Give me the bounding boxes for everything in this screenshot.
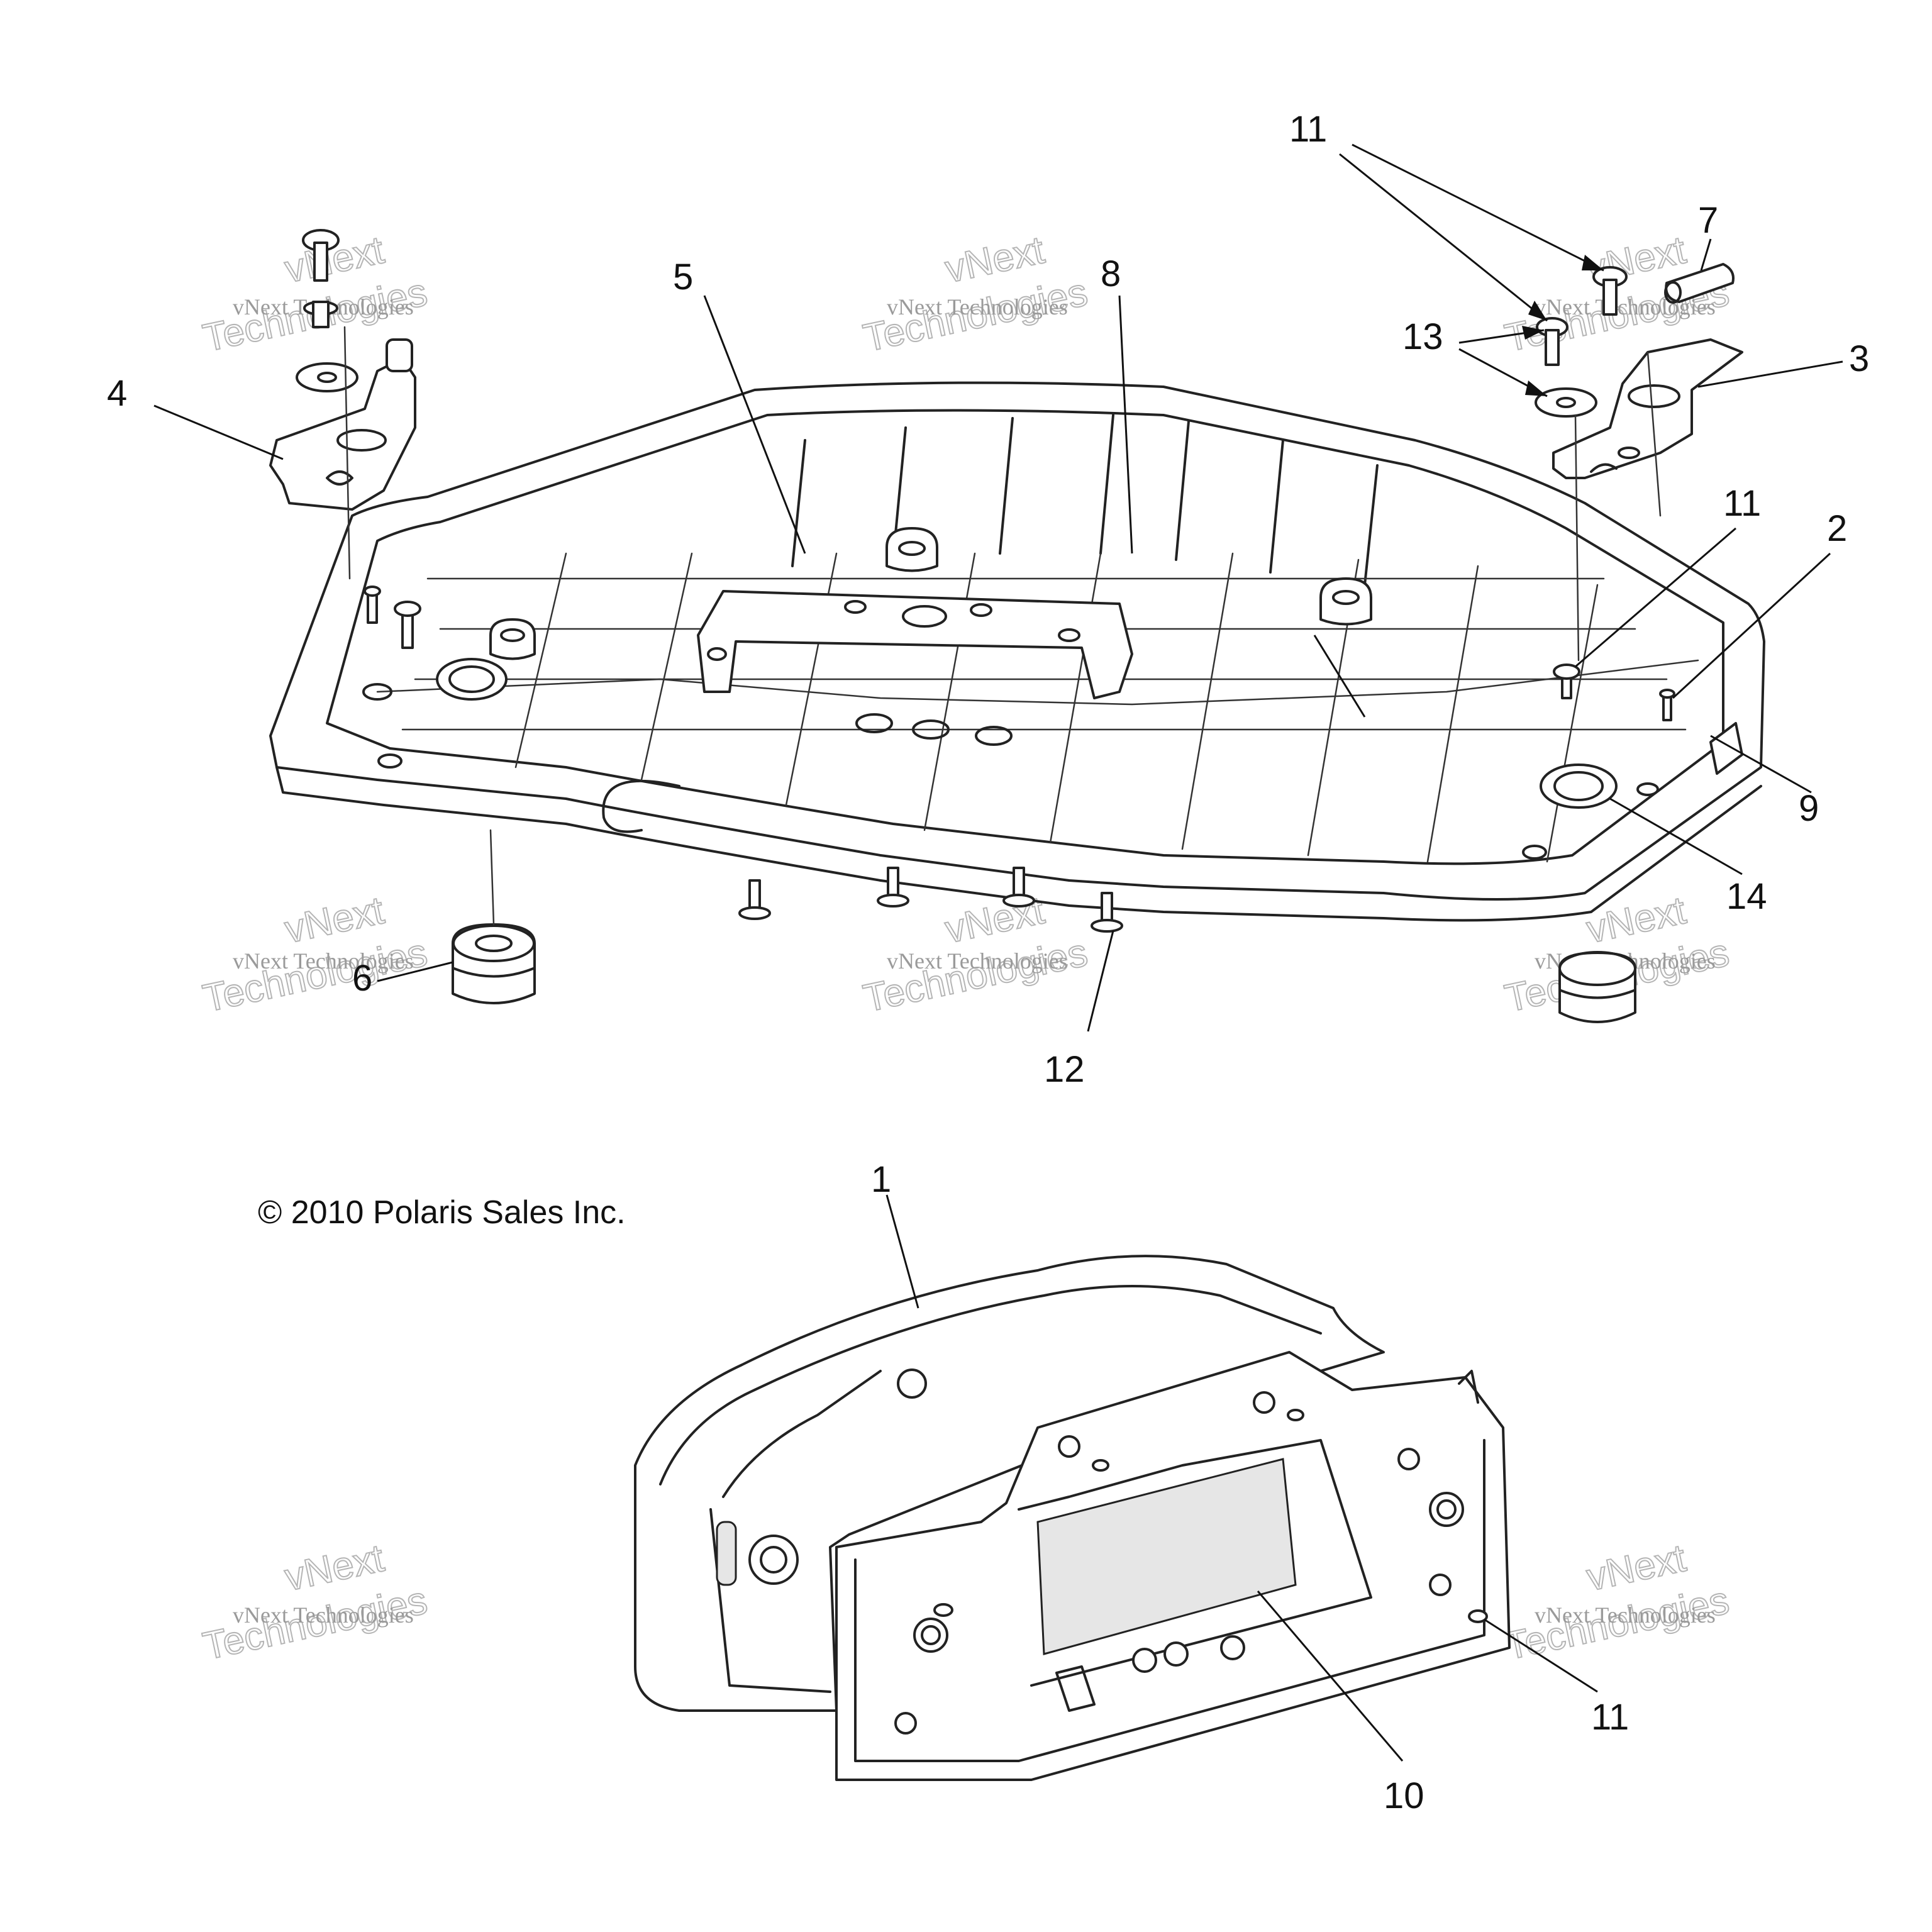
callout-9: 9: [1799, 788, 1819, 829]
callout-5: 5: [673, 257, 693, 297]
callout-11-bottom: 11: [1591, 1697, 1629, 1738]
callout-labels: 1 2 3 4 5 6 7 8 9 10 11 11 11 12 13 14: [107, 109, 1869, 1816]
tray-base-part-8: [269, 381, 1765, 922]
left-screw: [302, 229, 340, 328]
callout-10: 10: [1384, 1775, 1424, 1816]
grommet-right-part-6: [1558, 951, 1636, 1023]
watermark-text: vNext Technologies: [233, 1602, 414, 1628]
callout-11-middle: 11: [1723, 483, 1761, 524]
left-washer: [296, 362, 358, 392]
leader-lines: [153, 143, 1843, 1762]
watermark-text: vNext Technologies: [233, 948, 414, 974]
right-bracket-part-3: [1552, 338, 1743, 479]
gauge-cluster-part-10: [835, 1351, 1511, 1781]
right-assembly-line: [1574, 414, 1580, 662]
right-washer-part-13: [1535, 387, 1597, 418]
callout-8: 8: [1101, 253, 1121, 294]
callout-6: 6: [352, 958, 372, 999]
grommet-left-line: [489, 829, 495, 926]
callout-11-top: 11: [1289, 109, 1327, 150]
leader-1: [1313, 635, 1366, 718]
pin-part-7: [1664, 263, 1735, 304]
watermark-text: vNext Technologies: [887, 294, 1068, 319]
tray-screws: [364, 586, 1675, 721]
grommet-left-part-6: [452, 923, 536, 1004]
callout-12: 12: [1044, 1049, 1085, 1090]
callout-13: 13: [1402, 316, 1443, 357]
copyright-notice: © 2010 Polaris Sales Inc.: [258, 1194, 626, 1231]
watermark-text: vNext Technologies: [1535, 1602, 1716, 1628]
right-screw-lower-part-11: [1536, 317, 1568, 366]
callout-14: 14: [1726, 876, 1767, 917]
right-screw-upper-part-11: [1592, 266, 1628, 316]
center-bracket-part-5: [697, 590, 1133, 699]
left-bracket-part-4: [269, 338, 416, 511]
watermark-low-left: Technologies vNext: [199, 1536, 431, 1669]
instrument-pod-part-1: [634, 1255, 1385, 1712]
arrow-head: [1528, 301, 1547, 321]
arrow-head: [1582, 255, 1604, 270]
callout-2: 2: [1827, 508, 1847, 549]
callout-3: 3: [1849, 338, 1869, 379]
left-assembly-line: [343, 326, 351, 580]
watermark-top-center: Technologies vNext: [859, 228, 1092, 361]
tray-bosses: [362, 527, 1743, 860]
callout-4: 4: [107, 373, 127, 414]
right-assembly-line: [1646, 351, 1662, 517]
callout-7: 7: [1698, 200, 1718, 241]
push-rivets-part-12: [738, 867, 1123, 933]
arrow-head: [1522, 326, 1544, 340]
arrow-head: [1525, 380, 1547, 396]
watermark-text: vNext Technologies: [887, 948, 1068, 974]
callout-1: 1: [871, 1159, 891, 1200]
